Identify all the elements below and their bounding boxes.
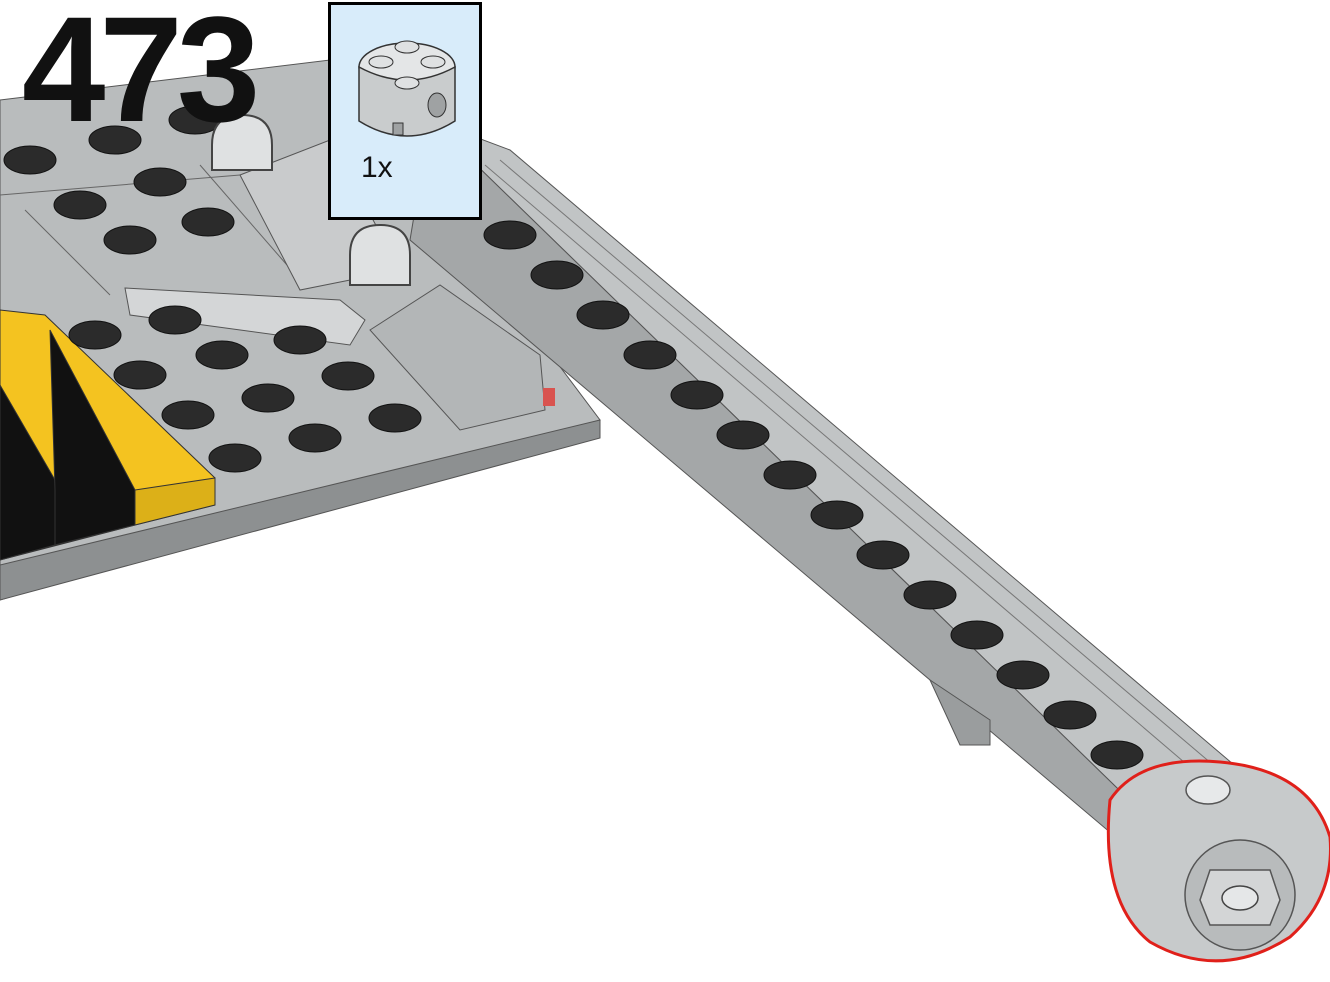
long-arm-plate (410, 120, 1240, 845)
step-number: 473 (22, 0, 254, 144)
parts-callout: 1x (328, 2, 482, 220)
part-quantity: 1x (361, 151, 393, 185)
new-round-brick-highlighted (1108, 761, 1330, 961)
round-brick-2x2-with-pin-hole-icon (331, 5, 485, 223)
